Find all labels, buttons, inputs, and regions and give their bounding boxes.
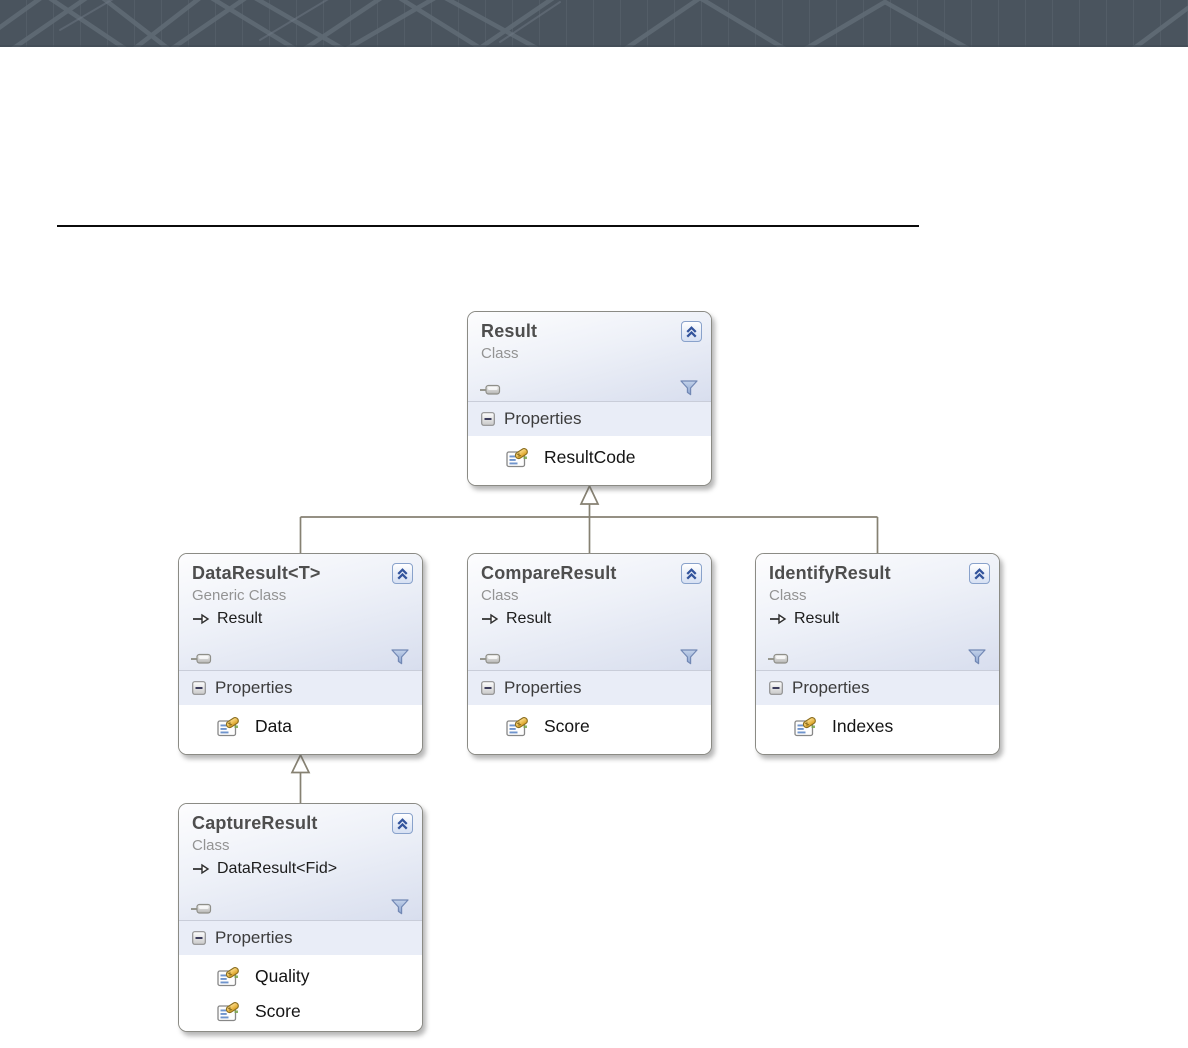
- lollipop-icon[interactable]: [191, 901, 213, 915]
- base-class-row: Result: [192, 610, 410, 628]
- property-name: ResultCode: [544, 447, 636, 467]
- class-kind: Class: [769, 587, 807, 604]
- collapse-button[interactable]: [392, 563, 413, 584]
- minus-box-icon[interactable]: [481, 681, 495, 695]
- base-class-name: Result: [794, 610, 840, 627]
- members-list: Indexes: [756, 705, 999, 754]
- inheritance-triangle-dataresult: [290, 753, 311, 774]
- banner-pattern: [0, 0, 1188, 61]
- class-kind: Generic Class: [192, 587, 287, 604]
- property-name: Data: [255, 716, 292, 736]
- members-list: Score: [468, 705, 711, 754]
- lollipop-icon[interactable]: [480, 651, 502, 665]
- hollow-arrow-icon: [192, 863, 210, 875]
- base-class-name: Result: [217, 610, 263, 627]
- property-name: Score: [544, 716, 590, 736]
- property-wrench-icon: [217, 1001, 241, 1022]
- funnel-icon[interactable]: [680, 649, 698, 665]
- properties-section-header[interactable]: Properties: [756, 670, 999, 705]
- class-box-captureresult[interactable]: CaptureResult Class DataResult<Fid> Prop…: [178, 803, 423, 1032]
- class-title: IdentifyResult: [769, 563, 891, 583]
- inheritance-triangle-result: [579, 484, 600, 505]
- class-header: IdentifyResult Class Result: [756, 554, 999, 670]
- funnel-icon[interactable]: [680, 380, 698, 396]
- chevron-double-up-icon: [683, 565, 700, 582]
- class-box-identifyresult[interactable]: IdentifyResult Class Result Properties I…: [755, 553, 1000, 755]
- funnel-icon[interactable]: [968, 649, 986, 665]
- banner-strip: [0, 0, 1188, 61]
- class-header: CompareResult Class Result: [468, 554, 711, 670]
- chevron-double-up-icon: [683, 323, 700, 340]
- members-list: Data: [179, 705, 422, 754]
- property-row[interactable]: Score: [179, 994, 422, 1029]
- chevron-double-up-icon: [394, 815, 411, 832]
- lollipop-icon[interactable]: [768, 651, 790, 665]
- base-class-name: Result: [506, 610, 552, 627]
- property-row[interactable]: ResultCode: [468, 440, 711, 475]
- chevron-double-up-icon: [394, 565, 411, 582]
- property-name: Quality: [255, 966, 310, 986]
- property-wrench-icon: [506, 716, 530, 737]
- funnel-icon[interactable]: [391, 899, 409, 915]
- properties-section-header[interactable]: Properties: [468, 401, 711, 436]
- class-kind: Class: [481, 345, 519, 362]
- base-class-row: Result: [769, 610, 987, 628]
- property-wrench-icon: [217, 966, 241, 987]
- collapse-button[interactable]: [681, 563, 702, 584]
- properties-section-label: Properties: [792, 678, 870, 697]
- hollow-arrow-icon: [769, 613, 787, 625]
- base-class-row: DataResult<Fid>: [192, 860, 410, 878]
- property-row[interactable]: Quality: [179, 959, 422, 994]
- class-header: DataResult<T> Generic Class Result: [179, 554, 422, 670]
- minus-box-icon[interactable]: [481, 412, 495, 426]
- minus-box-icon[interactable]: [769, 681, 783, 695]
- minus-box-icon[interactable]: [192, 681, 206, 695]
- properties-section-label: Properties: [504, 678, 582, 697]
- minus-box-icon[interactable]: [192, 931, 206, 945]
- class-title: CompareResult: [481, 563, 617, 583]
- hollow-arrow-icon: [192, 613, 210, 625]
- class-box-dataresult[interactable]: DataResult<T> Generic Class Result Prope…: [178, 553, 423, 755]
- collapse-button[interactable]: [969, 563, 990, 584]
- class-title: DataResult<T>: [192, 563, 321, 583]
- class-kind: Class: [481, 587, 519, 604]
- class-title: Result: [481, 321, 538, 341]
- property-row[interactable]: Data: [179, 709, 422, 744]
- property-wrench-icon: [506, 447, 530, 468]
- hollow-arrow-icon: [481, 613, 499, 625]
- properties-section-header[interactable]: Properties: [179, 670, 422, 705]
- base-class-name: DataResult<Fid>: [217, 860, 338, 877]
- property-wrench-icon: [794, 716, 818, 737]
- class-box-result[interactable]: Result Class Properties ResultCode: [467, 311, 712, 486]
- class-header: CaptureResult Class DataResult<Fid>: [179, 804, 422, 920]
- class-box-compareresult[interactable]: CompareResult Class Result Properties Sc…: [467, 553, 712, 755]
- funnel-icon[interactable]: [391, 649, 409, 665]
- properties-section-label: Properties: [504, 409, 582, 428]
- lollipop-icon[interactable]: [480, 382, 502, 396]
- base-class-row: Result: [481, 610, 699, 628]
- section-rule: [57, 225, 919, 227]
- collapse-button[interactable]: [392, 813, 413, 834]
- property-row[interactable]: Indexes: [756, 709, 999, 744]
- collapse-button[interactable]: [681, 321, 702, 342]
- class-kind: Class: [192, 837, 230, 854]
- properties-section-label: Properties: [215, 928, 293, 947]
- property-name: Indexes: [832, 716, 894, 736]
- property-name: Score: [255, 1001, 301, 1021]
- properties-section-header[interactable]: Properties: [468, 670, 711, 705]
- lollipop-icon[interactable]: [191, 651, 213, 665]
- members-list: ResultCode: [468, 436, 711, 485]
- members-list: Quality Score: [179, 955, 422, 1031]
- class-header: Result Class: [468, 312, 711, 401]
- properties-section-label: Properties: [215, 678, 293, 697]
- class-title: CaptureResult: [192, 813, 318, 833]
- property-wrench-icon: [217, 716, 241, 737]
- chevron-double-up-icon: [971, 565, 988, 582]
- properties-section-header[interactable]: Properties: [179, 920, 422, 955]
- property-row[interactable]: Score: [468, 709, 711, 744]
